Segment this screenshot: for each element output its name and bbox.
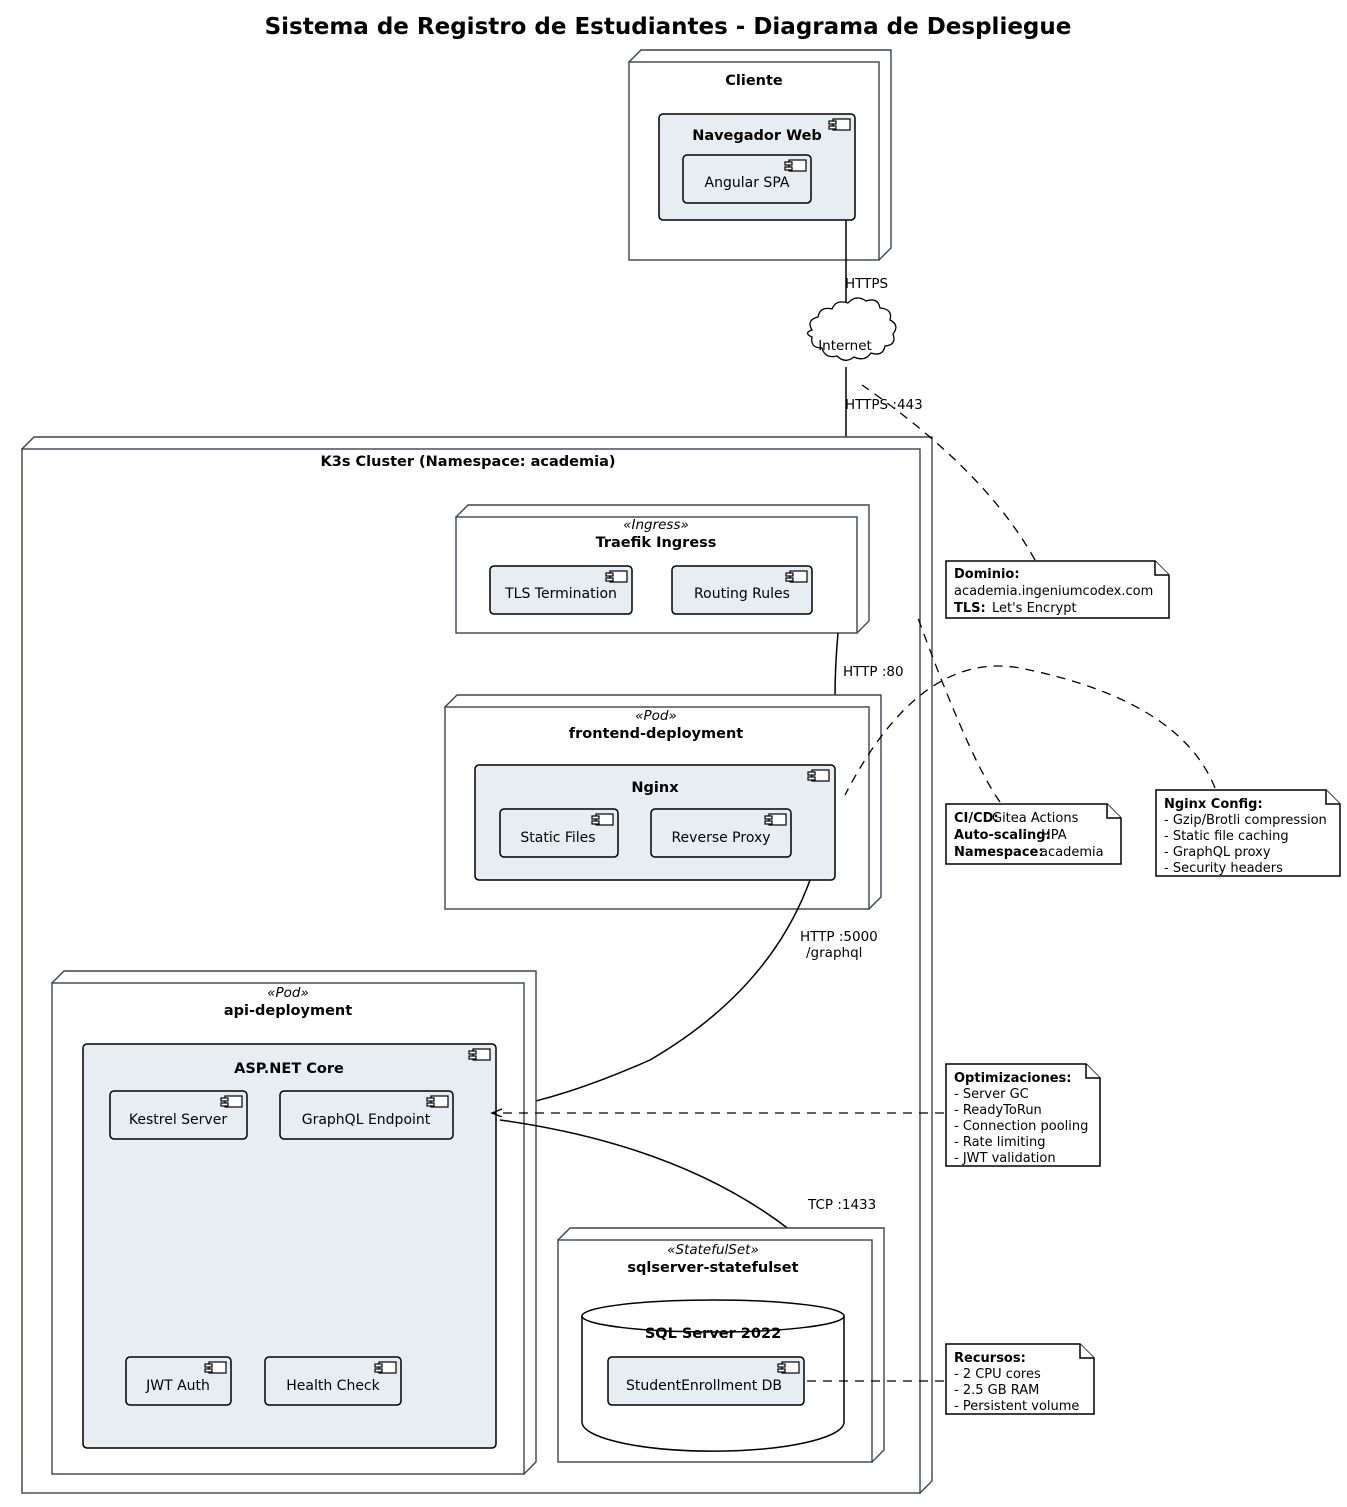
component-jwt-auth-label: JWT Auth [145,1378,210,1394]
component-reverse-proxy-label: Reverse Proxy [671,830,770,846]
component-static-files: Static Files [499,808,619,858]
component-aspnet-core-label: ASP.NET Core [234,1061,344,1077]
component-sql-server-label: SQL Server 2022 [645,1326,781,1342]
component-graphql-endpoint-label: GraphQL Endpoint [302,1112,431,1128]
node-api-stereotype: «Pod» [267,985,309,1001]
component-icon [591,813,614,826]
note-connector-cicd [917,617,1001,803]
note-optimizaciones: Optimizaciones: - Server GC - ReadyToRun… [945,1063,1101,1167]
note-nginx-config-line-4: - Security headers [1164,861,1283,876]
note-connector-dominio [861,384,1036,561]
note-nginx-config: Nginx Config: - Gzip/Brotli compression … [1155,789,1341,877]
note-nginx-config-line-3: - GraphQL proxy [1164,845,1271,860]
component-icon [764,813,787,826]
node-sqlserver-stereotype: «StatefulSet» [667,1242,759,1258]
note-dominio-line-2-bold: TLS: [954,601,986,616]
component-health-check: Health Check [264,1356,402,1406]
component-icon [220,1095,243,1108]
component-aspnet-core: ASP.NET Core [82,1043,497,1449]
component-graphql-endpoint: GraphQL Endpoint [279,1090,454,1140]
connection-label-graphql-path: /graphql [806,945,862,961]
node-cliente-label: Cliente [725,73,783,89]
component-tls-termination: TLS Termination [489,565,633,615]
note-cicd-line-2-text: academia [1040,845,1104,860]
note-optimizaciones-line-5: - JWT validation [954,1151,1056,1166]
component-kestrel-server-label: Kestrel Server [129,1112,227,1128]
node-k3s-cluster-label: K3s Cluster (Namespace: academia) [321,454,616,470]
connection-label-https: HTTPS [845,276,888,292]
note-optimizaciones-line-1: - Server GC [954,1087,1029,1102]
connection-label-https-443: HTTPS :443 [845,397,923,413]
component-kestrel-server: Kestrel Server [109,1090,248,1140]
component-studentenrollment-db-label: StudentEnrollment DB [626,1378,782,1394]
node-frontend-stereotype: «Pod» [635,708,677,724]
component-routing-rules-label: Routing Rules [694,586,790,602]
note-optimizaciones-line-3: - Connection pooling [954,1119,1088,1134]
note-cicd-line-1-text: HPA [1041,828,1067,843]
note-recursos-line-1: - 2 CPU cores [954,1367,1041,1382]
note-recursos: Recursos: - 2 CPU cores - 2.5 GB RAM - P… [945,1343,1095,1415]
component-tls-termination-label: TLS Termination [504,586,617,602]
component-angular-spa: Angular SPA [682,154,812,204]
component-static-files-label: Static Files [520,830,595,846]
node-sqlserver-label: sqlserver-statefulset [627,1260,798,1276]
note-recursos-line-3: - Persistent volume [954,1399,1079,1414]
component-icon [807,769,830,782]
note-cicd-line-0-text: Gitea Actions [992,811,1079,826]
note-recursos-line-0-bold: Recursos: [954,1351,1026,1366]
note-recursos-line-2: - 2.5 GB RAM [954,1383,1039,1398]
connection-label-http-80: HTTP :80 [843,664,904,680]
component-icon [605,570,628,583]
note-cicd-line-2-bold: Namespace: [954,845,1044,860]
component-icon [374,1361,397,1374]
component-icon [784,159,807,172]
component-icon [426,1095,449,1108]
note-cicd: CI/CD: Gitea Actions Auto-scaling: HPA N… [945,803,1122,865]
note-nginx-config-line-0-bold: Nginx Config: [1164,797,1263,812]
note-nginx-config-line-2: - Static file caching [1164,829,1289,844]
note-dominio-line-0-bold: Dominio: [954,567,1020,582]
cloud-internet: Internet [806,297,897,361]
note-nginx-config-line-1: - Gzip/Brotli compression [1164,813,1327,828]
component-reverse-proxy: Reverse Proxy [650,808,792,858]
note-dominio-line-1: academia.ingeniumcodex.com [954,584,1153,599]
component-navegador-web-label: Navegador Web [692,128,822,144]
node-api-label: api-deployment [224,1003,352,1019]
connection-label-http-5000: HTTP :5000 [800,929,878,945]
component-health-check-label: Health Check [286,1378,380,1394]
component-angular-spa-label: Angular SPA [705,175,790,191]
node-traefik-stereotype: «Ingress» [623,517,689,533]
component-icon [204,1361,227,1374]
note-cicd-line-1-bold: Auto-scaling: [954,828,1051,843]
note-optimizaciones-line-4: - Rate limiting [954,1135,1045,1150]
component-jwt-auth: JWT Auth [125,1356,232,1406]
node-frontend-label: frontend-deployment [569,726,743,742]
note-dominio: Dominio: academia.ingeniumcodex.com TLS:… [945,560,1170,619]
component-icon [828,118,851,131]
cloud-internet-label: Internet [818,338,872,354]
node-traefik-label: Traefik Ingress [596,535,717,551]
component-icon [777,1361,800,1374]
component-icon [468,1048,491,1061]
component-routing-rules: Routing Rules [671,565,813,615]
component-icon [785,570,808,583]
note-optimizaciones-line-2: - ReadyToRun [954,1103,1042,1118]
database-cylinder-icon: SQL Server 2022 [581,1299,845,1452]
component-studentenrollment-db: StudentEnrollment DB [607,1356,805,1406]
note-cicd-line-0-bold: CI/CD: [954,811,999,826]
component-nginx-label: Nginx [631,780,679,796]
note-optimizaciones-line-0-bold: Optimizaciones: [954,1071,1071,1086]
connection-label-tcp-1433: TCP :1433 [807,1197,876,1213]
connection-nginx-api: HTTP :5000 /graphql [492,879,878,1110]
note-dominio-line-2-text: Let's Encrypt [992,601,1077,616]
page-title: Sistema de Registro de Estudiantes - Dia… [265,14,1072,40]
